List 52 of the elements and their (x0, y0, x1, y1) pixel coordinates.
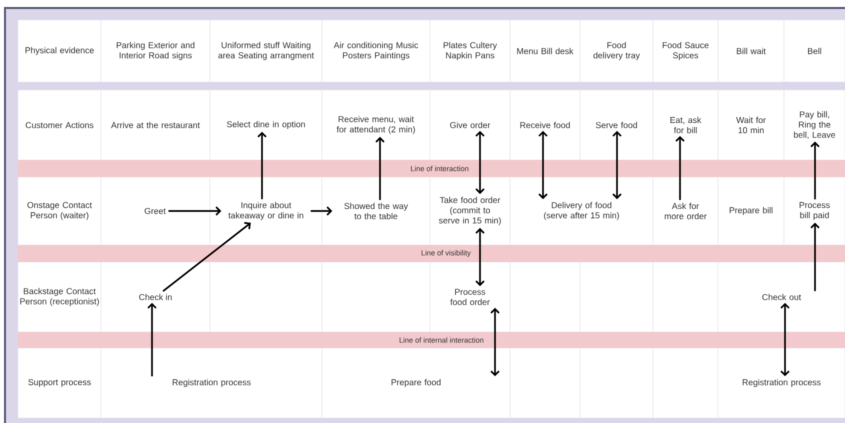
arrow (675, 136, 685, 200)
arrow (375, 136, 385, 200)
arrow (147, 302, 157, 376)
cell-text: Prepare food (392, 379, 441, 387)
arrow (780, 302, 790, 376)
arrow (475, 130, 485, 194)
cell-text: Receive menu, wait for attendant (2 min) (336, 116, 415, 134)
cell-text: Delivery of food (serve after 15 min) (544, 202, 619, 220)
cell-text: Food Sauce Spices (662, 42, 709, 60)
cell-text: Inquire about takeaway or dine in (228, 202, 304, 220)
cell-text: Air conditioning Music Posters Paintings (334, 42, 418, 60)
cell-text: Support process (28, 379, 91, 387)
cell-text: Ask for more order (664, 202, 707, 220)
cell-text: Take food order (commit to serve in 15 min) (438, 196, 501, 226)
cell-text: Food delivery tray (593, 42, 640, 60)
cell-text: Registration process (742, 379, 821, 387)
cell-text: Prepare bill (730, 207, 772, 215)
cell-text: Customer Actions (26, 122, 94, 128)
cell-text: Wait for 10 min (736, 116, 766, 134)
cell-text: Uniformed stuff Waiting area Seating arrangment (218, 42, 314, 60)
cell-text: Greet (144, 208, 166, 214)
arrow (810, 222, 820, 292)
cell-text: Physical evidence (26, 47, 94, 55)
cell-text: Eat, ask for bill (670, 116, 702, 134)
arrow (612, 130, 622, 200)
arrow (538, 130, 548, 200)
cell-text: Give order (450, 122, 490, 128)
cell-text: Check in (139, 294, 172, 300)
arrow (257, 132, 267, 200)
cell-text: Check out (762, 294, 802, 300)
cell-text: Backstage Contact Person (receptionist) (20, 288, 99, 306)
arrow (810, 142, 820, 200)
cell-text: Bill wait (736, 48, 766, 54)
arrow (168, 206, 222, 216)
cell-text: Registration process (172, 379, 251, 387)
cell-text: Showed the way to the table (344, 202, 408, 220)
cell-text: Serve food (596, 122, 637, 128)
arrow (310, 206, 332, 216)
cell-text: Receive food (520, 122, 570, 128)
cell-text: Parking Exterior and Interior Road signs (116, 42, 194, 60)
cell-text: Select dine in option (226, 121, 305, 129)
arrow (490, 308, 500, 376)
cell-text: Process bill paid (800, 202, 830, 220)
cell-text: Process food order (450, 288, 490, 306)
cell-text: Bell (808, 48, 822, 54)
cell-text: Onstage Contact Person (waiter) (27, 202, 92, 220)
cell-text: Menu Bill desk (517, 48, 574, 54)
cell-text: Plates Cultery Napkin Pans (444, 42, 497, 60)
cell-text: Pay bill, Ring the bell, Leave (794, 111, 836, 139)
arrow (475, 228, 485, 286)
cell-text: Arrive at the restaurant (111, 122, 200, 128)
arrow (162, 222, 251, 292)
